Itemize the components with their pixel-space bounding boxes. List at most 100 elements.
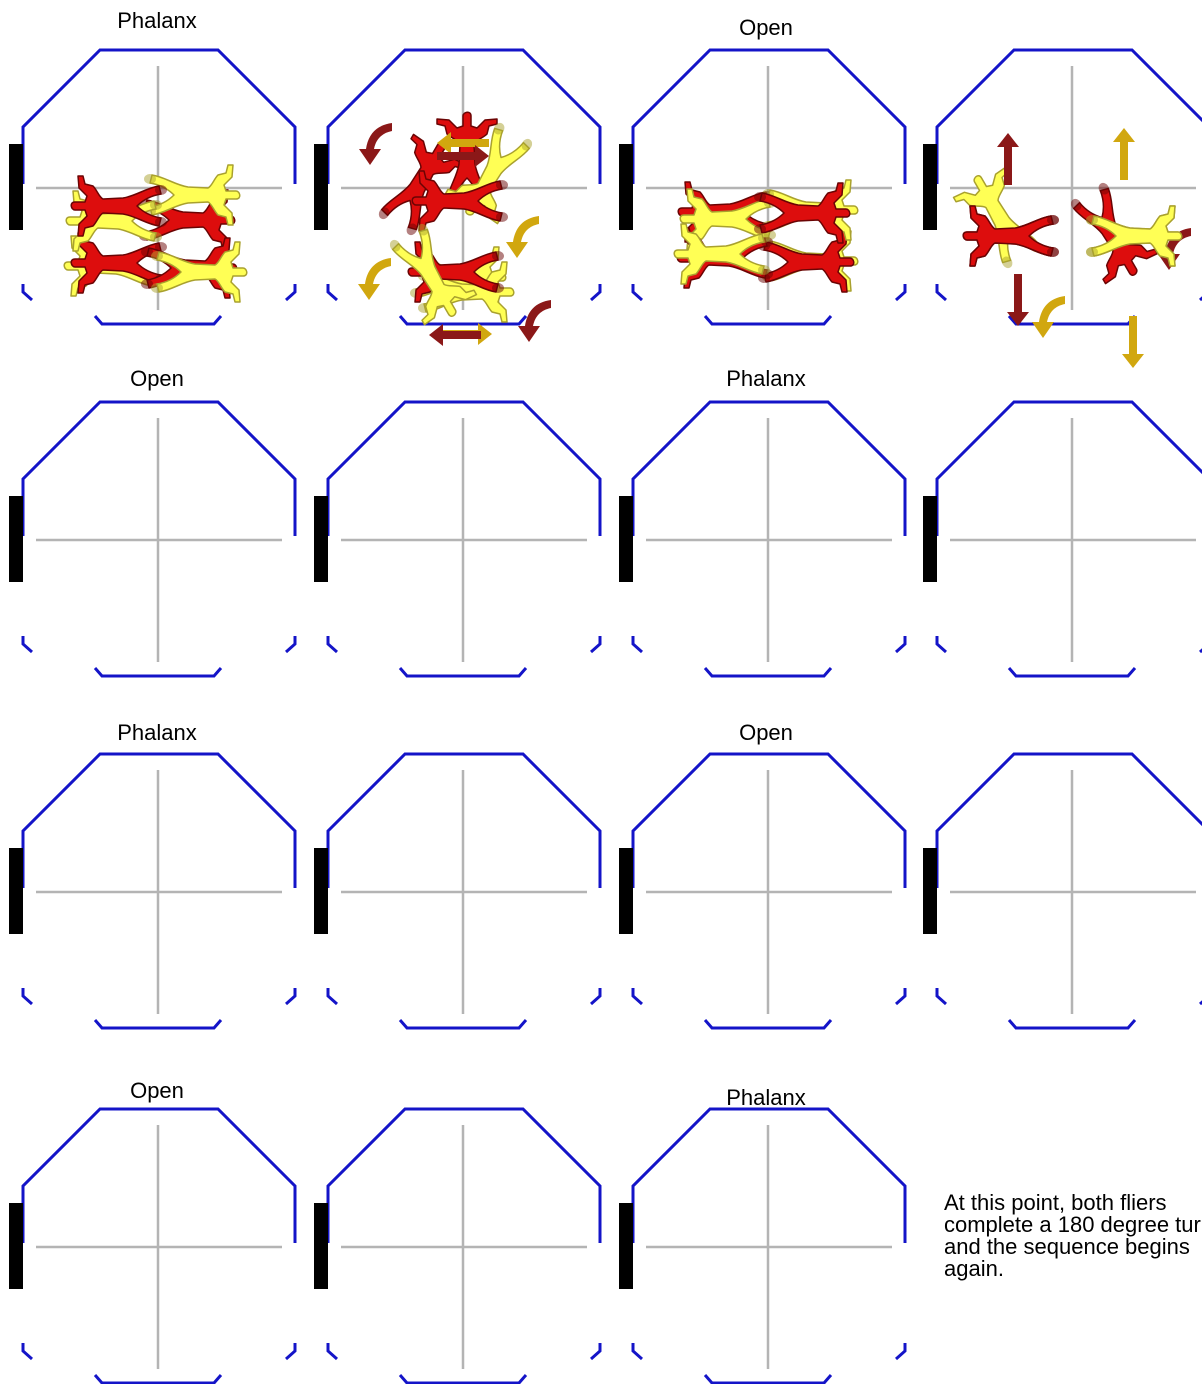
door-block bbox=[923, 144, 937, 230]
tunnel-panel-8 bbox=[923, 402, 1202, 676]
yellow-arrow-curve bbox=[506, 216, 539, 258]
tunnel-wall-left bbox=[328, 284, 337, 300]
tunnel-panel-14 bbox=[314, 1109, 600, 1383]
red-flier-11-0 bbox=[963, 206, 1059, 266]
tunnel-panel-12 bbox=[923, 754, 1202, 1028]
tunnel-wall-right bbox=[286, 1343, 295, 1359]
tunnel-wall-left bbox=[633, 988, 642, 1004]
tunnel-wall-left bbox=[937, 636, 946, 652]
tunnel-wall-right bbox=[591, 988, 600, 1004]
tunnel-panel-10 bbox=[314, 754, 600, 1028]
label-phalanx-2: Phalanx bbox=[726, 366, 806, 392]
red-arrow-left bbox=[429, 324, 481, 346]
tunnel-panel-7 bbox=[619, 402, 905, 676]
yellow-flier-7-0 bbox=[950, 162, 1050, 275]
label-phalanx-1: Phalanx bbox=[117, 8, 197, 34]
tunnel-wall-bottom bbox=[1009, 1020, 1135, 1028]
tunnel-wall-right bbox=[896, 988, 905, 1004]
flier-foot bbox=[492, 251, 504, 261]
tunnel-wall-left bbox=[23, 636, 32, 652]
tunnel-wall-left bbox=[328, 1343, 337, 1359]
flier-foot bbox=[144, 174, 156, 184]
yellow-arrow-up bbox=[1113, 128, 1135, 180]
tunnel-wall-left bbox=[23, 1343, 32, 1359]
tunnel-wall-left bbox=[937, 988, 946, 1004]
arrow-shape bbox=[506, 216, 539, 258]
tunnel-wall-bottom bbox=[400, 1375, 526, 1383]
flier-body bbox=[950, 162, 1047, 270]
door-block bbox=[923, 496, 937, 582]
flier-foot bbox=[150, 200, 162, 210]
tunnel-panel-5 bbox=[9, 402, 295, 676]
tunnel-wall-bottom bbox=[95, 1375, 221, 1383]
flier-foot bbox=[496, 180, 508, 190]
flier-foot bbox=[758, 233, 770, 243]
flier-foot bbox=[155, 217, 167, 227]
door-block bbox=[9, 496, 23, 582]
tunnel-wall-bottom bbox=[95, 316, 221, 324]
tunnel-wall-bottom bbox=[705, 316, 831, 324]
tunnel-wall-bottom bbox=[705, 1375, 831, 1383]
label-open-4: Open bbox=[130, 1078, 184, 1104]
tunnel-wall-right bbox=[896, 1343, 905, 1359]
flier-foot bbox=[151, 251, 163, 261]
arrow-shape bbox=[359, 123, 392, 165]
tunnel-wall-left bbox=[937, 284, 946, 300]
door-block bbox=[314, 144, 328, 230]
tunnel-wall-right bbox=[591, 284, 600, 300]
tunnel-panel-15 bbox=[619, 1109, 905, 1383]
door-block bbox=[314, 848, 328, 934]
arrow-shape bbox=[358, 258, 391, 300]
flier-foot bbox=[1086, 215, 1098, 225]
tunnel-wall-right bbox=[286, 988, 295, 1004]
tunnel-wall-left bbox=[633, 636, 642, 652]
flier-foot bbox=[492, 283, 504, 293]
tunnel-wall-bottom bbox=[95, 1020, 221, 1028]
tunnel-panel-9 bbox=[9, 754, 295, 1028]
arrow-shape bbox=[429, 324, 481, 346]
door-block bbox=[9, 848, 23, 934]
label-phalanx-4: Phalanx bbox=[726, 1085, 806, 1111]
tunnel-wall-bottom bbox=[1009, 668, 1135, 676]
yellow-arrow-curve bbox=[1032, 296, 1065, 338]
yellow-arrow-curve bbox=[358, 258, 391, 300]
tunnel-wall-left bbox=[328, 636, 337, 652]
tunnel-panel-3 bbox=[619, 50, 905, 324]
tunnel-wall-left bbox=[633, 284, 642, 300]
tunnel-wall-bottom bbox=[705, 668, 831, 676]
flier-foot bbox=[150, 232, 162, 242]
flier-foot bbox=[754, 192, 766, 202]
tunnel-wall-left bbox=[23, 284, 32, 300]
door-block bbox=[9, 144, 23, 230]
tunnel-wall-right bbox=[286, 636, 295, 652]
door-block bbox=[619, 144, 633, 230]
door-block bbox=[619, 496, 633, 582]
door-block bbox=[619, 848, 633, 934]
arrow-shape bbox=[1032, 296, 1065, 338]
door-block bbox=[314, 1203, 328, 1289]
tunnel-wall-right bbox=[591, 1343, 600, 1359]
tunnel-wall-bottom bbox=[705, 1020, 831, 1028]
red-arrow-curve bbox=[359, 123, 392, 165]
flier-foot bbox=[151, 283, 163, 293]
flier-foot bbox=[155, 185, 167, 195]
door-block bbox=[619, 1203, 633, 1289]
label-open-2: Open bbox=[130, 366, 184, 392]
arrow-shape bbox=[1113, 128, 1135, 180]
door-block bbox=[9, 1203, 23, 1289]
door-block bbox=[923, 848, 937, 934]
label-open-1: Open bbox=[739, 15, 793, 41]
flier-foot bbox=[1047, 247, 1059, 257]
tunnel-wall-bottom bbox=[1009, 316, 1135, 324]
label-phalanx-3: Phalanx bbox=[117, 720, 197, 746]
tunnel-wall-top bbox=[937, 50, 1202, 184]
tunnel-wall-right bbox=[896, 636, 905, 652]
tunnel-panel-6 bbox=[314, 402, 600, 676]
flier-foot bbox=[1047, 215, 1059, 225]
tunnel-panel-13 bbox=[9, 1109, 295, 1383]
tunnel-wall-bottom bbox=[95, 668, 221, 676]
tunnel-wall-right bbox=[591, 636, 600, 652]
tunnel-wall-top bbox=[937, 402, 1202, 536]
